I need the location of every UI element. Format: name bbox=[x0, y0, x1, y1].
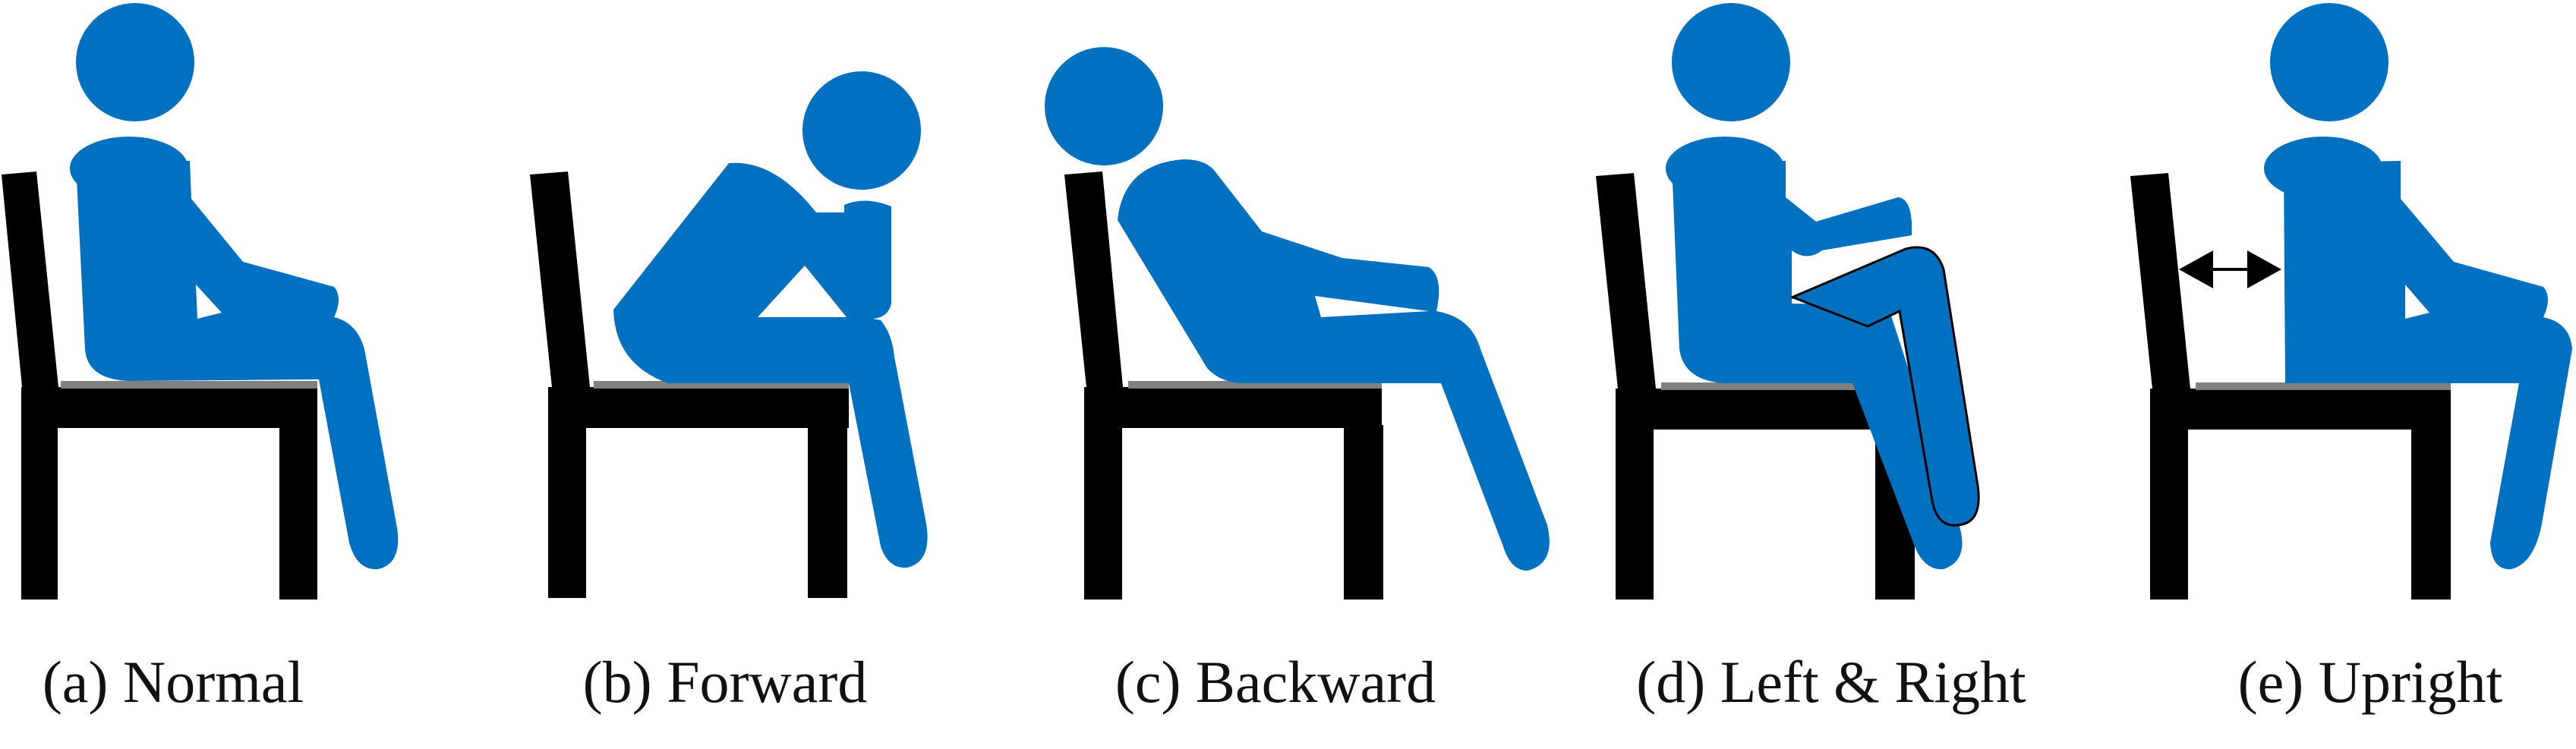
caption-normal: (a) Normal bbox=[43, 649, 304, 715]
person-figure bbox=[1045, 47, 1550, 571]
caption-upright: (e) Upright bbox=[2238, 649, 2503, 715]
double-headed-arrow-icon bbox=[2179, 250, 2281, 288]
caption-left-right: (d) Left & Right bbox=[1636, 649, 2026, 715]
panel-backward bbox=[1045, 47, 1550, 600]
panel-normal bbox=[2, 3, 399, 600]
chair bbox=[2, 172, 317, 600]
chair bbox=[530, 172, 849, 598]
caption-forward: (b) Forward bbox=[583, 649, 868, 715]
person-figure bbox=[1666, 3, 1980, 570]
chair bbox=[1596, 173, 1915, 600]
person-figure bbox=[613, 71, 928, 568]
chair bbox=[2130, 173, 2451, 600]
person-figure bbox=[70, 3, 399, 570]
person-figure bbox=[2264, 3, 2572, 570]
chair bbox=[1064, 172, 1383, 600]
panel-upright bbox=[2130, 3, 2572, 600]
caption-backward: (c) Backward bbox=[1115, 649, 1436, 715]
panel-left-right bbox=[1596, 3, 1980, 600]
panel-forward bbox=[530, 71, 928, 598]
